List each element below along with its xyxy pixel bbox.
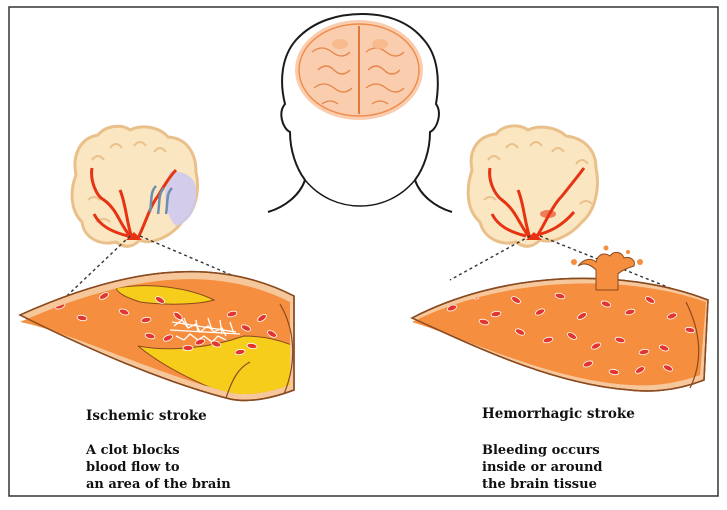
ischemic-title: Ischemic stroke xyxy=(86,408,207,424)
red-blood-cell xyxy=(514,328,526,336)
red-blood-cell xyxy=(590,342,602,350)
red-blood-cell xyxy=(155,296,165,304)
ischemic-desc-line-1: A clot blocks xyxy=(86,443,180,458)
brain-section-hemorrhagic xyxy=(466,124,599,248)
red-blood-cell xyxy=(246,342,258,350)
red-blood-cell xyxy=(182,344,194,351)
red-blood-cell xyxy=(76,314,88,322)
red-blood-cell xyxy=(118,308,130,316)
red-blood-cell xyxy=(684,326,696,334)
red-blood-cells-ischemic xyxy=(54,292,277,356)
red-blood-cell xyxy=(645,296,655,304)
ischemic-description: A clot blocks blood flow to an area of t… xyxy=(86,442,231,493)
ischemic-desc-line-2: blood flow to xyxy=(86,460,180,475)
red-blood-cell xyxy=(600,300,612,308)
red-blood-cell xyxy=(666,312,678,320)
red-blood-cell xyxy=(144,332,156,340)
red-blood-cell xyxy=(534,308,546,316)
red-blood-cell xyxy=(234,348,246,356)
red-blood-cell xyxy=(240,324,252,332)
red-blood-cell xyxy=(638,348,650,356)
red-blood-cell xyxy=(210,340,222,348)
bleed-rupture xyxy=(571,245,643,291)
red-blood-cell xyxy=(478,318,490,326)
red-blood-cell xyxy=(162,334,174,342)
red-blood-cell xyxy=(173,311,183,321)
top-brain-icon xyxy=(295,20,423,120)
red-blood-cell xyxy=(567,332,577,340)
red-blood-cell xyxy=(582,360,594,368)
red-blood-cell xyxy=(194,338,206,346)
hemorrhagic-description: Bleeding occurs inside or around the bra… xyxy=(482,442,603,493)
red-blood-cell xyxy=(257,314,267,322)
hemorrhagic-desc-line-2: inside or around xyxy=(482,460,603,475)
red-blood-cell xyxy=(624,308,636,316)
hemorrhagic-title: Hemorrhagic stroke xyxy=(482,406,635,422)
head-outline xyxy=(267,12,453,213)
vessel-hemorrhagic xyxy=(410,245,709,392)
red-blood-cell xyxy=(511,296,521,304)
red-blood-cell xyxy=(635,366,645,374)
red-blood-cell xyxy=(140,316,152,324)
red-blood-cell xyxy=(577,312,587,320)
hemorrhagic-desc-line-1: Bleeding occurs xyxy=(482,443,600,458)
red-blood-cell xyxy=(554,292,566,300)
frame-border xyxy=(8,6,719,497)
hemorrhagic-desc-line-3: the brain tissue xyxy=(482,477,597,492)
red-blood-cell xyxy=(99,292,109,300)
red-blood-cell xyxy=(608,368,620,376)
red-blood-cell xyxy=(542,336,554,344)
brain-section-ischemic xyxy=(70,124,199,248)
red-blood-cell xyxy=(614,336,626,344)
head-chin xyxy=(304,179,416,207)
head-illustration xyxy=(267,12,453,213)
red-blood-cell xyxy=(226,310,238,318)
vessel-ischemic xyxy=(18,270,295,402)
red-blood-cell xyxy=(662,364,674,372)
red-blood-cell xyxy=(267,330,277,338)
ischemic-desc-line-3: an area of the brain xyxy=(86,477,231,492)
clot xyxy=(169,317,241,343)
red-blood-cell xyxy=(490,310,502,318)
red-blood-cell xyxy=(658,344,670,352)
